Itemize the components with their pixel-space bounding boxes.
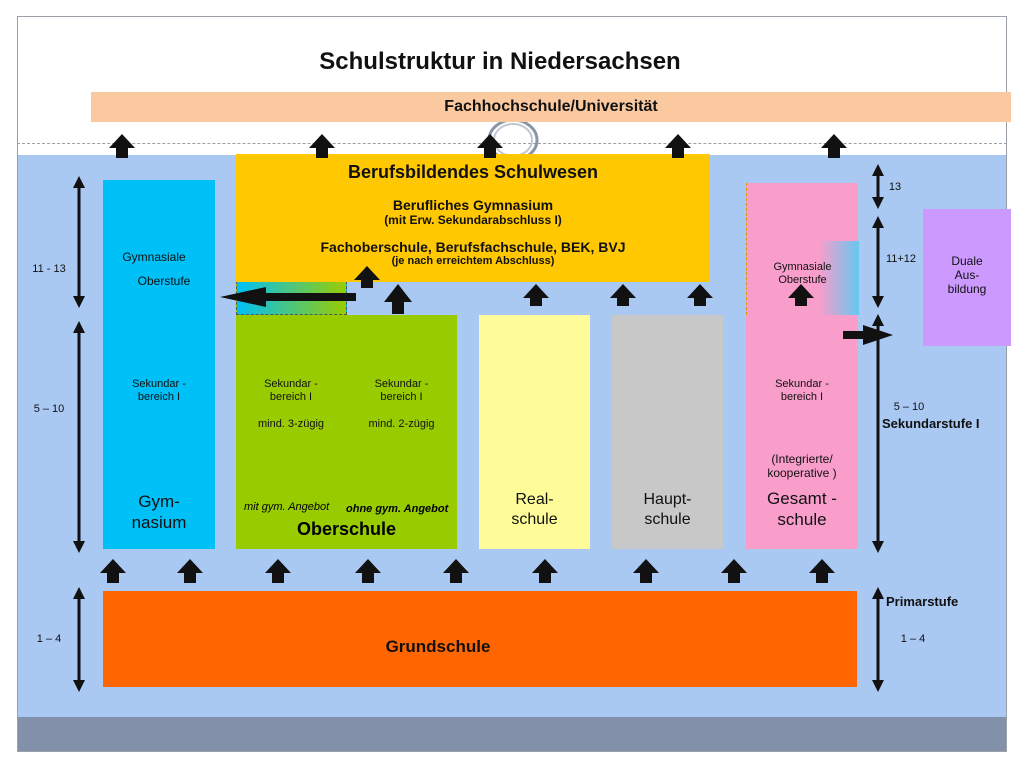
up-arrow (687, 284, 713, 306)
up-arrow (665, 134, 691, 158)
up-arrows-from-grundschule (100, 559, 835, 583)
left-label-upper: 11 - 13 (32, 263, 66, 275)
berufliches-gymnasium-note: (mit Erw. Sekundarabschluss I) (384, 213, 562, 227)
diagram-frame (17, 16, 1007, 752)
left-arrow-to-gymnasium-oberstufe (220, 287, 356, 307)
fachhochschule-label: Fachhochschule/Universität (444, 98, 658, 115)
up-arrows-middle (354, 266, 814, 314)
up-arrow (177, 559, 203, 583)
up-arrow (821, 134, 847, 158)
gymnasium-box: Sekundar - bereich I Gym- nasium (103, 315, 215, 549)
hauptschule-name-1: Haupt- (643, 491, 692, 508)
gesamtschule-oberstufe-label-2: Oberstufe (778, 274, 827, 286)
oberschule-right-sek-1: Sekundar - (374, 378, 429, 390)
up-arrow (265, 559, 291, 583)
up-arrow (109, 134, 135, 158)
gesamtschule-oberstufe-gradient (819, 241, 859, 315)
gesamtschule-name-1: Gesamt - (767, 489, 837, 508)
right-label-1-4: 1 – 4 (900, 633, 926, 645)
gymnasium-oberstufe-label-2: Oberstufe (137, 274, 191, 288)
berufsbildend-heading: Berufsbildendes Schulwesen (347, 162, 599, 182)
right-label-1112: 11+12 (885, 253, 917, 265)
oberschule-name: Oberschule (296, 519, 397, 539)
primarstufe-label: Primarstufe (886, 594, 959, 609)
bottom-strip (18, 717, 1006, 751)
duale-ausbildung-box: Duale Aus- bildung (923, 209, 1011, 346)
gesamtschule-sek-2: bereich I (780, 391, 824, 403)
oberschule-right-zuegig: mind. 2-zügig (368, 418, 435, 430)
right-arrow-to-duale (843, 325, 893, 345)
hauptschule-name-2: schule (644, 511, 691, 528)
sekundarstufe-label: Sekundarstufe I (882, 416, 980, 431)
oberschule-left-sek-1: Sekundar - (264, 378, 318, 390)
berufsbildend-box: Berufsbildendes Schulwesen Berufliches G… (236, 154, 710, 282)
duale-label-1: Duale (951, 254, 983, 268)
up-arrow (809, 559, 835, 583)
left-label-lower: 1 – 4 (36, 633, 62, 645)
right-label-5-10: 5 – 10 (893, 401, 925, 413)
realschule-box: Real- schule (479, 315, 590, 549)
up-arrow (633, 559, 659, 583)
up-arrow (523, 284, 549, 306)
gymnasium-oberstufe-label-1: Gymnasiale (122, 250, 186, 264)
up-arrow (355, 559, 381, 583)
right-label-13: 13 (888, 181, 902, 193)
realschule-name-2: schule (511, 511, 558, 528)
grundschule-box: Grundschule (103, 591, 857, 687)
oberschule-left-zuegig: mind. 3-zügig (257, 418, 325, 430)
up-arrow (610, 284, 636, 306)
hauptschule-box: Haupt- schule (612, 315, 723, 549)
oberschule-right-note: ohne gym. Angebot (346, 503, 449, 515)
duale-label-3: bildung (947, 282, 987, 296)
up-arrow (354, 266, 380, 288)
up-arrow (788, 284, 814, 306)
grundschule-label: Grundschule (385, 637, 491, 656)
gesamtschule-type-2: kooperative ) (767, 466, 837, 480)
gesamtschule-type-1: (Integrierte/ (771, 452, 833, 466)
up-arrow (721, 559, 747, 583)
fachhochschule-bar: Fachhochschule/Universität (91, 92, 1011, 122)
gesamtschule-oberstufe-label-1: Gymnasiale (773, 261, 832, 273)
gymnasium-sek-label-1: Sekundar - (132, 378, 186, 390)
up-arrow (384, 284, 412, 314)
up-arrows-top (109, 134, 847, 158)
fachoberschule-label: Fachoberschule, Berufsfachschule, BEK, B… (320, 239, 626, 255)
duale-label-2: Aus- (954, 268, 980, 282)
page-title: Schulstruktur in Niedersachsen (319, 48, 681, 75)
left-label-middle: 5 – 10 (33, 403, 65, 415)
gymnasium-oberstufe-box: Gymnasiale Oberstufe (103, 180, 215, 315)
up-arrow (309, 134, 335, 158)
oberschule-right-column: Sekundar - bereich I mind. 2-zügig (346, 378, 457, 431)
gymnasium-sek-label-2: bereich I (137, 391, 181, 403)
oberschule-left-sek-2: bereich I (269, 391, 313, 403)
gesamtschule-name-2: schule (777, 510, 827, 529)
oberschule-right-sek-2: bereich I (380, 391, 423, 403)
gesamtschule-sek-1: Sekundar - (775, 378, 829, 390)
up-arrow (477, 134, 503, 158)
gesamtschule-box: Sekundar - bereich I (Integrierte/ koope… (746, 315, 858, 549)
oberschule-left-note: mit gym. Angebot (244, 501, 330, 513)
oberschule-box: Sekundar - bereich I mind. 3-zügig Sekun… (236, 315, 457, 549)
up-arrow (532, 559, 558, 583)
gymnasium-name-2: nasium (131, 513, 187, 532)
up-arrow (443, 559, 469, 583)
realschule-name-1: Real- (515, 491, 554, 508)
gymnasium-name-1: Gym- (138, 492, 180, 511)
separator-line (17, 143, 1007, 144)
oberschule-left-column: Sekundar - bereich I mind. 3-zügig (236, 378, 346, 431)
berufliches-gymnasium-label: Berufliches Gymnasium (392, 197, 554, 213)
fachoberschule-note: (je nach erreichtem Abschluss) (391, 255, 555, 267)
up-arrow (100, 559, 126, 583)
